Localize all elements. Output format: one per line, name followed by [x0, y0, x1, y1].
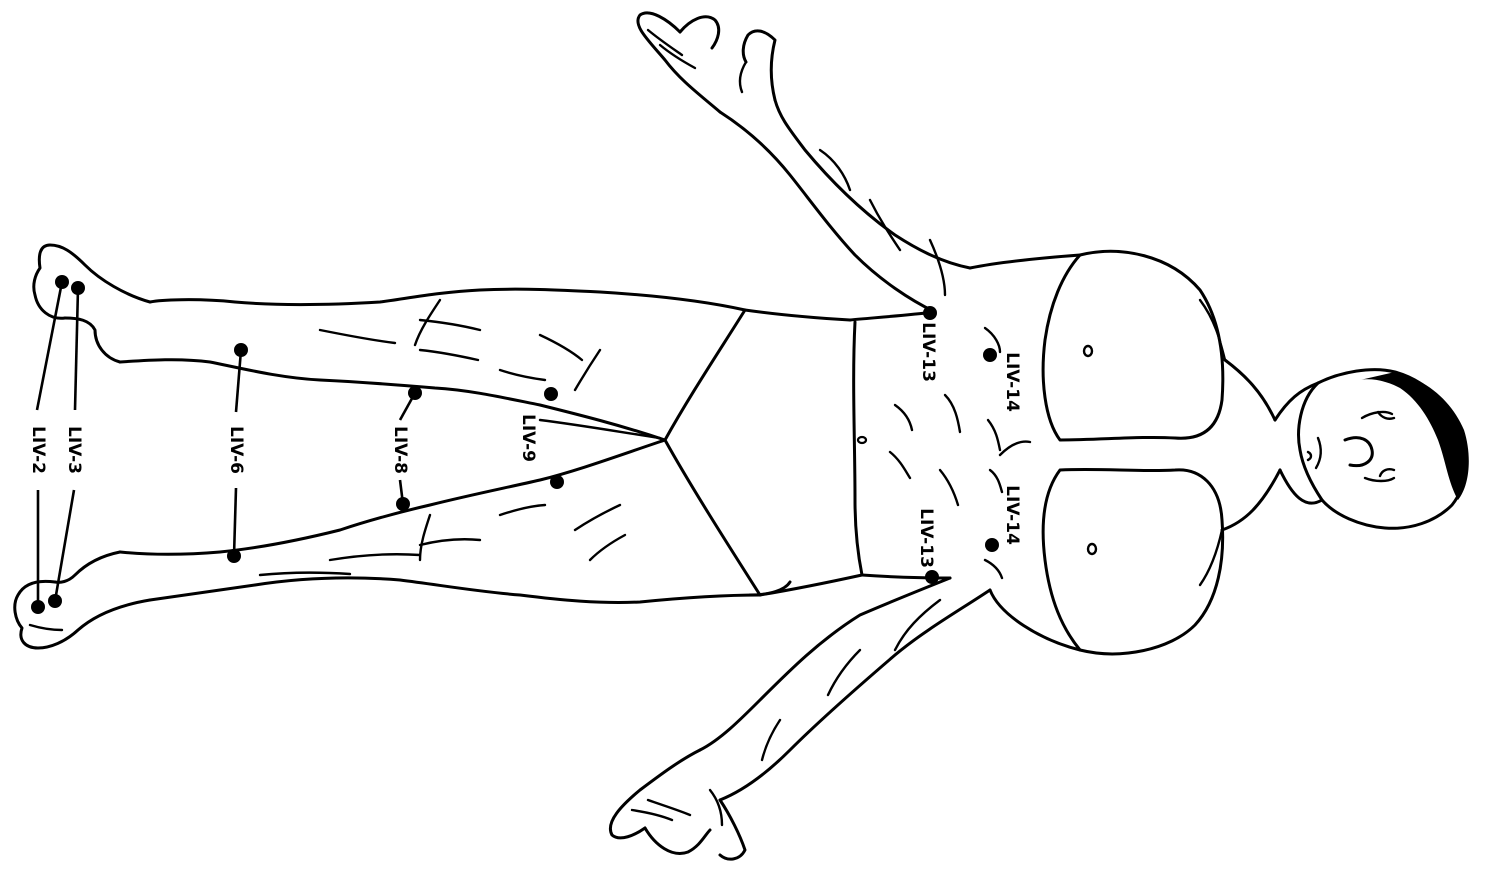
- acupoint-liv13-right: LIV-13: [918, 306, 938, 382]
- liv9-dot-bottom: [550, 475, 564, 489]
- liv2-label: LIV-2: [28, 426, 48, 474]
- liv8-dot-bottom: [396, 497, 410, 511]
- lower-arm-outline: [700, 578, 990, 800]
- liv6-leader-bottom: [234, 488, 236, 556]
- liv6-leader-top: [236, 350, 241, 412]
- acupoint-liv14-right: LIV-14: [983, 348, 1022, 412]
- upper-leg: [120, 289, 745, 440]
- upper-foot: [34, 245, 150, 362]
- lower-hand: [610, 750, 745, 859]
- acupoints: LIV-2 LIV-3 LIV-6 LIV-8: [28, 275, 1022, 614]
- liv2-dot-bottom: [31, 600, 45, 614]
- liv9-dot-top: [544, 387, 558, 401]
- pelvis: [540, 310, 862, 595]
- liv13-right-label: LIV-13: [918, 322, 938, 382]
- liv8-label: LIV-8: [390, 426, 410, 474]
- liv13-right-dot: [923, 306, 937, 320]
- liv3-dot-top: [71, 281, 85, 295]
- liv8-dot-top: [408, 386, 422, 400]
- head: [1275, 370, 1469, 529]
- torso: [850, 255, 1080, 650]
- liv13-left-dot: [925, 570, 939, 584]
- liv14-right-label: LIV-14: [1002, 352, 1022, 412]
- liv14-right-dot: [983, 348, 997, 362]
- liv3-label: LIV-3: [64, 426, 84, 474]
- upper-arm-outline: [720, 100, 970, 312]
- liv2-dot-top: [55, 275, 69, 289]
- liv14-left-label: LIV-14: [1002, 485, 1022, 545]
- liv3-leader-top: [75, 288, 78, 410]
- liv9-label: LIV-9: [518, 414, 538, 462]
- liv3-leader-bottom: [55, 490, 74, 601]
- lower-foot: [15, 552, 150, 648]
- lower-leg: [120, 440, 760, 603]
- chest: [1043, 251, 1223, 654]
- acupoint-liv8: LIV-8: [390, 386, 422, 511]
- acupoint-liv2: LIV-2: [28, 275, 69, 614]
- liv13-left-label: LIV-13: [916, 508, 936, 568]
- liv3-dot-bottom: [48, 594, 62, 608]
- liv6-dot-top: [234, 343, 248, 357]
- liv2-leader-top: [37, 282, 62, 410]
- liv6-dot-bottom: [227, 549, 241, 563]
- liv14-left-dot: [985, 538, 999, 552]
- acupoint-liv13-left: LIV-13: [916, 508, 939, 584]
- acupoint-liv6: LIV-6: [226, 343, 248, 563]
- acupoint-liv14-left: LIV-14: [985, 485, 1022, 552]
- liv6-label: LIV-6: [226, 426, 246, 474]
- upper-hand: [638, 13, 775, 112]
